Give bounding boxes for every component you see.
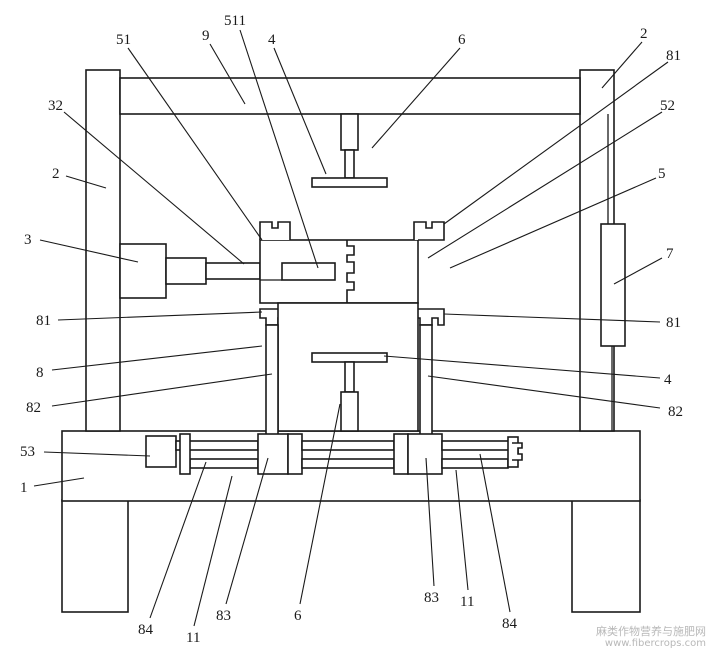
label-8: 8	[36, 365, 44, 381]
upper-rod	[344, 149, 355, 179]
label-3: 3	[24, 232, 32, 248]
center-shaft-lower	[301, 458, 395, 469]
leader-8	[51, 345, 263, 371]
guide-rail-81-top-left	[259, 221, 291, 240]
block-notch-52	[346, 240, 355, 303]
leader-53	[43, 451, 151, 457]
leader-2-right	[601, 41, 643, 89]
leader-1	[33, 477, 85, 487]
label-81-left: 81	[36, 313, 51, 329]
leader-9	[209, 43, 246, 105]
vertical-post-82-left	[265, 324, 279, 444]
label-4-bottom: 4	[664, 372, 672, 388]
leader-4-bottom	[383, 355, 661, 379]
leader-82-left	[51, 373, 273, 407]
label-6-top: 6	[458, 32, 466, 48]
leader-81-top-right	[443, 61, 669, 225]
piston-rod-32	[165, 257, 207, 285]
label-11-left: 11	[186, 630, 200, 646]
label-82-right: 82	[668, 404, 683, 420]
screw-rail-left-11	[189, 458, 259, 469]
label-511: 511	[224, 13, 246, 29]
top-beam-9	[119, 77, 581, 115]
label-7: 7	[666, 246, 674, 262]
leader-2-left	[65, 175, 107, 189]
leader-81-left	[57, 311, 263, 321]
nut-block-83-left	[257, 433, 289, 475]
reference-numerals: 51 9 511 4 6 2 81 32 52 2 5 3 7 81 81 8 …	[20, 13, 683, 646]
lower-press-plate-4	[311, 352, 388, 363]
leader-32	[63, 111, 245, 265]
leader-81-right	[443, 313, 661, 323]
upper-press-plate-4	[311, 177, 388, 188]
push-rod-511	[281, 262, 336, 281]
leader-6-top	[371, 47, 461, 149]
label-82-left: 82	[26, 400, 41, 416]
control-box-7	[600, 223, 626, 347]
left-leg	[61, 499, 129, 613]
screw-rail-right-11	[441, 458, 509, 469]
side-cylinder-3	[119, 243, 167, 299]
leader-52	[427, 111, 663, 259]
leader-11-right	[455, 469, 469, 591]
screw-rail-right-84	[441, 440, 513, 451]
label-83-right: 83	[424, 590, 439, 606]
right-leg	[571, 499, 641, 613]
center-shaft	[301, 440, 395, 451]
motor-53	[145, 435, 177, 468]
leader-6-bottom	[299, 403, 341, 605]
rail-stub-left-a	[179, 433, 191, 475]
rod-extension	[205, 262, 261, 280]
leader-84-right	[479, 453, 511, 613]
label-81-right: 81	[666, 315, 681, 331]
label-1: 1	[20, 480, 28, 496]
label-11-right: 11	[460, 594, 474, 610]
leader-lines	[33, 29, 669, 627]
label-32: 32	[48, 98, 63, 114]
leader-84-left	[149, 461, 207, 619]
label-84-right: 84	[502, 616, 518, 632]
label-51: 51	[116, 32, 131, 48]
watermark: 麻类作物营养与施肥网 www.fibercrops.com	[596, 626, 706, 650]
leader-511	[239, 29, 319, 269]
rail-stub-right-b	[393, 433, 409, 475]
label-4-top: 4	[268, 32, 276, 48]
label-5: 5	[658, 166, 666, 182]
watermark-cn: 麻类作物营养与施肥网	[596, 625, 706, 638]
leader-3	[39, 239, 139, 263]
leader-82-right	[427, 375, 661, 409]
left-column-2	[85, 69, 121, 432]
label-2-right: 2	[640, 26, 648, 42]
label-81-top-right: 81	[666, 48, 681, 64]
guide-rail-81-top-right	[413, 221, 445, 241]
label-9: 9	[202, 28, 210, 44]
label-83-left: 83	[216, 608, 231, 624]
vertical-post-82-right	[419, 324, 433, 444]
watermark-url: www.fibercrops.com	[604, 638, 706, 649]
label-6-bottom: 6	[294, 608, 302, 624]
label-52: 52	[660, 98, 675, 114]
leader-11-left	[193, 475, 233, 627]
leader-83-left	[225, 457, 269, 605]
leader-5	[449, 177, 657, 269]
leader-51	[127, 47, 263, 241]
nut-block-83-right	[407, 433, 443, 475]
leader-83-right	[425, 457, 435, 587]
leader-4-top	[273, 47, 327, 175]
leader-7	[613, 257, 663, 285]
label-53: 53	[20, 444, 35, 460]
lower-cylinder-6	[340, 391, 359, 432]
lower-rod	[344, 361, 355, 393]
end-clip-right	[512, 442, 523, 461]
label-2-left: 2	[52, 166, 60, 182]
upper-cylinder-6	[340, 113, 359, 151]
rail-stub-left-b	[287, 433, 303, 475]
label-84-left: 84	[138, 622, 154, 638]
